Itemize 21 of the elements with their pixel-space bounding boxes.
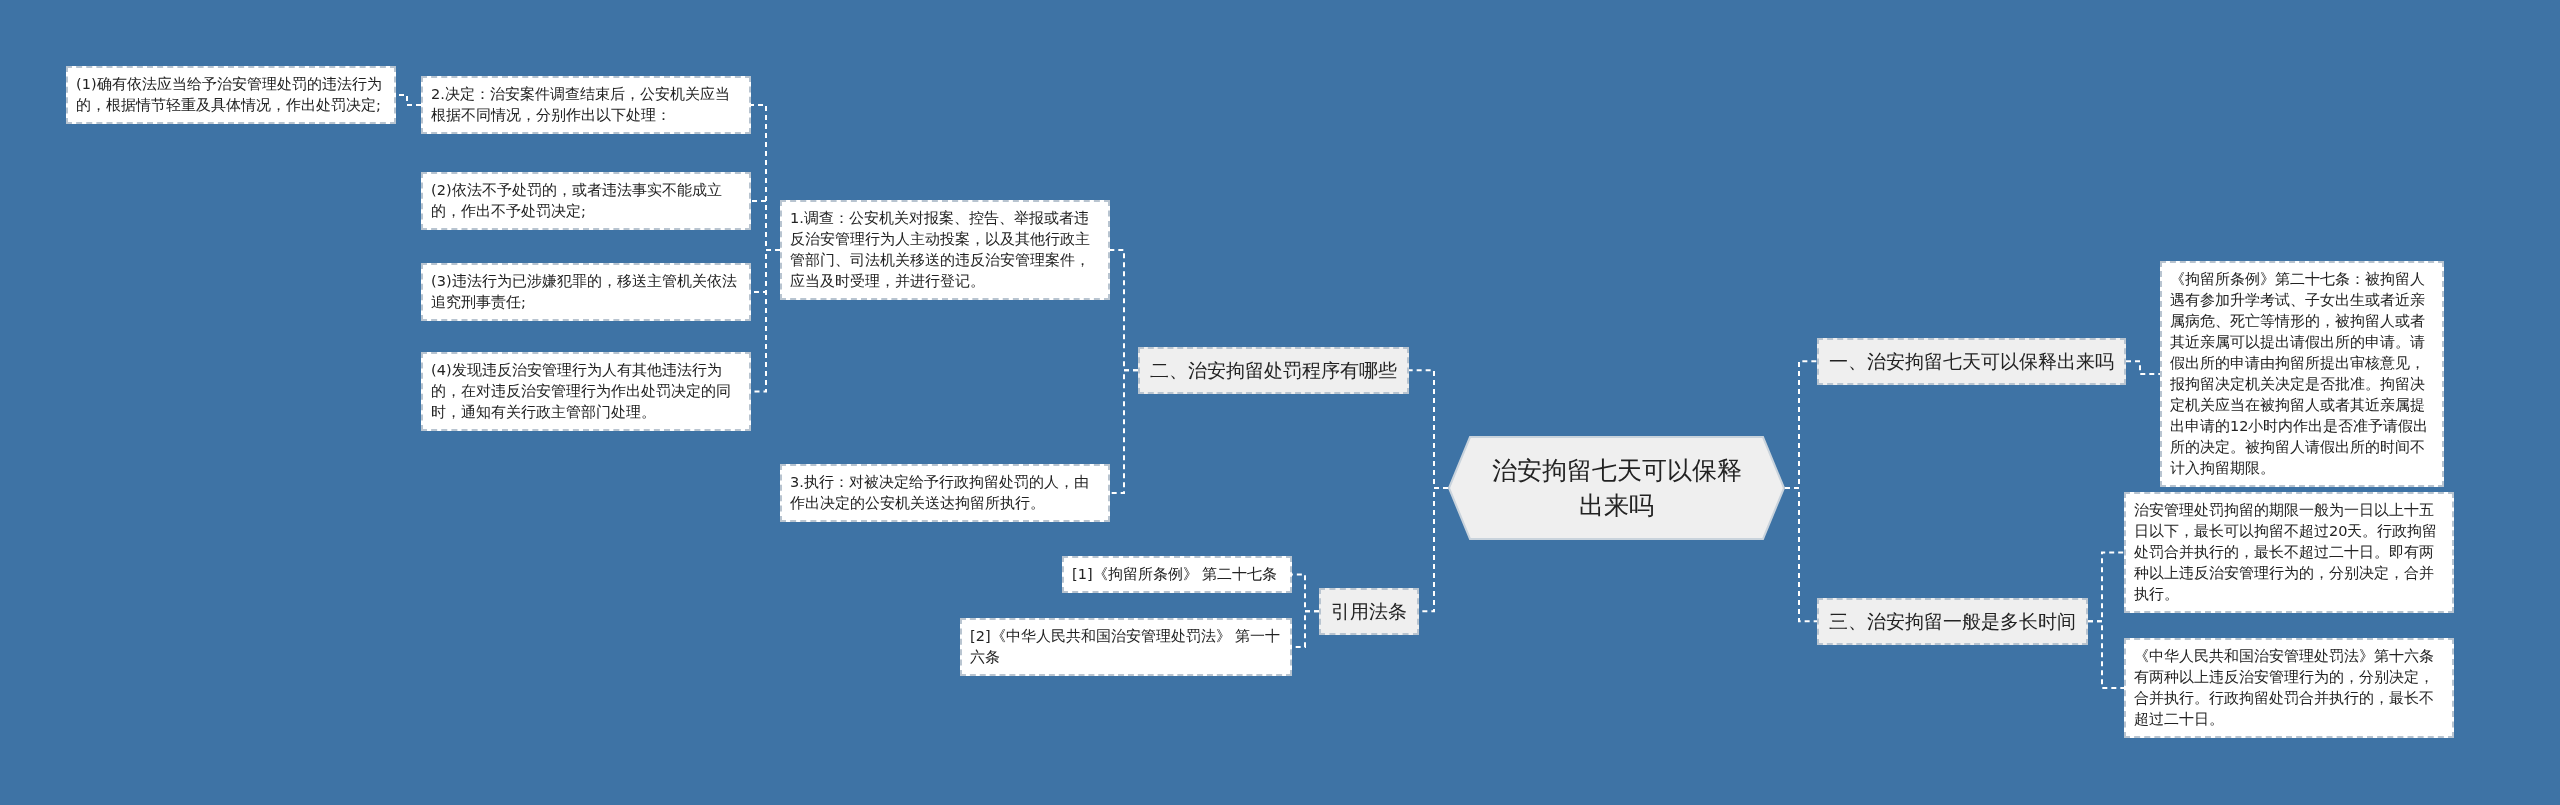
text-box: 治安管理处罚拘留的期限一般为一日以上十五日以下，最长可以拘留不超过20天。行政拘留处罚合并执行的，最长不超过二十日。即有两种以上违反治安管理行为的，分别决定，合并执行。	[2124, 492, 2454, 614]
text-box: (4)发现违反治安管理行为人有其他违法行为的，在对违反治安管理行为作出处罚决定的同时，通知有关行政主管部门处理。	[421, 352, 751, 432]
central-topic-hexagon: 治安拘留七天可以保释出来吗	[1448, 436, 1785, 540]
text-box: (3)违法行为已涉嫌犯罪的，移送主管机关依法追究刑事责任;	[421, 263, 751, 322]
text-box: 《中华人民共和国治安管理处罚法》第十六条有两种以上违反治安管理行为的，分别决定，合并执行。行政拘留处罚合并执行的，最长不超过二十日。	[2124, 638, 2454, 739]
text-box: (2)依法不予处罚的，或者违法事实不能成立的，作出不予处罚决定;	[421, 172, 751, 231]
text-box: 3.执行：对被决定给予行政拘留处罚的人，由作出决定的公安机关送达拘留所执行。	[780, 464, 1110, 523]
text-box: 1.调查：公安机关对报案、控告、举报或者违反治安管理行为人主动投案，以及其他行政主管部门、司法机关移送的违反治安管理案件，应当及时受理，并进行登记。	[780, 200, 1110, 301]
text-box: (1)确有依法应当给予治安管理处罚的违法行为的，根据情节轻重及具体情况，作出处罚决定;	[66, 66, 396, 125]
text-box: 2.决定：治安案件调查结束后，公安机关应当根据不同情况，分别作出以下处理：	[421, 76, 751, 135]
text-box: 《拘留所条例》第二十七条：被拘留人遇有参加升学考试、子女出生或者近亲属病危、死亡等情形的，被拘留人或者其近亲属可以提出请假出所的申请。请假出所的申请由拘留所提出审核意见，报拘留决定机关决定是否批准。拘留决定机关应当在被拘留人或者其近亲属提出申请的12小时内作出是否准予请假出所的决定。被拘留人请假出所的时间不计入拘留期限。	[2160, 261, 2444, 488]
connector-line	[2087, 620, 2125, 690]
text-box: [1]《拘留所条例》 第二十七条	[1062, 556, 1292, 593]
topic-box: 二、治安拘留处罚程序有哪些	[1138, 347, 1409, 394]
text-box: [2]《中华人民共和国治安管理处罚法》 第一十六条	[960, 618, 1292, 677]
connector-line	[1784, 487, 1818, 623]
topic-box: 引用法条	[1319, 588, 1419, 635]
topic-box: 一、治安拘留七天可以保释出来吗	[1817, 338, 2126, 385]
topic-box: 三、治安拘留一般是多长时间	[1817, 598, 2088, 645]
connector-line	[1109, 369, 1139, 494]
connector-line	[2125, 360, 2161, 376]
